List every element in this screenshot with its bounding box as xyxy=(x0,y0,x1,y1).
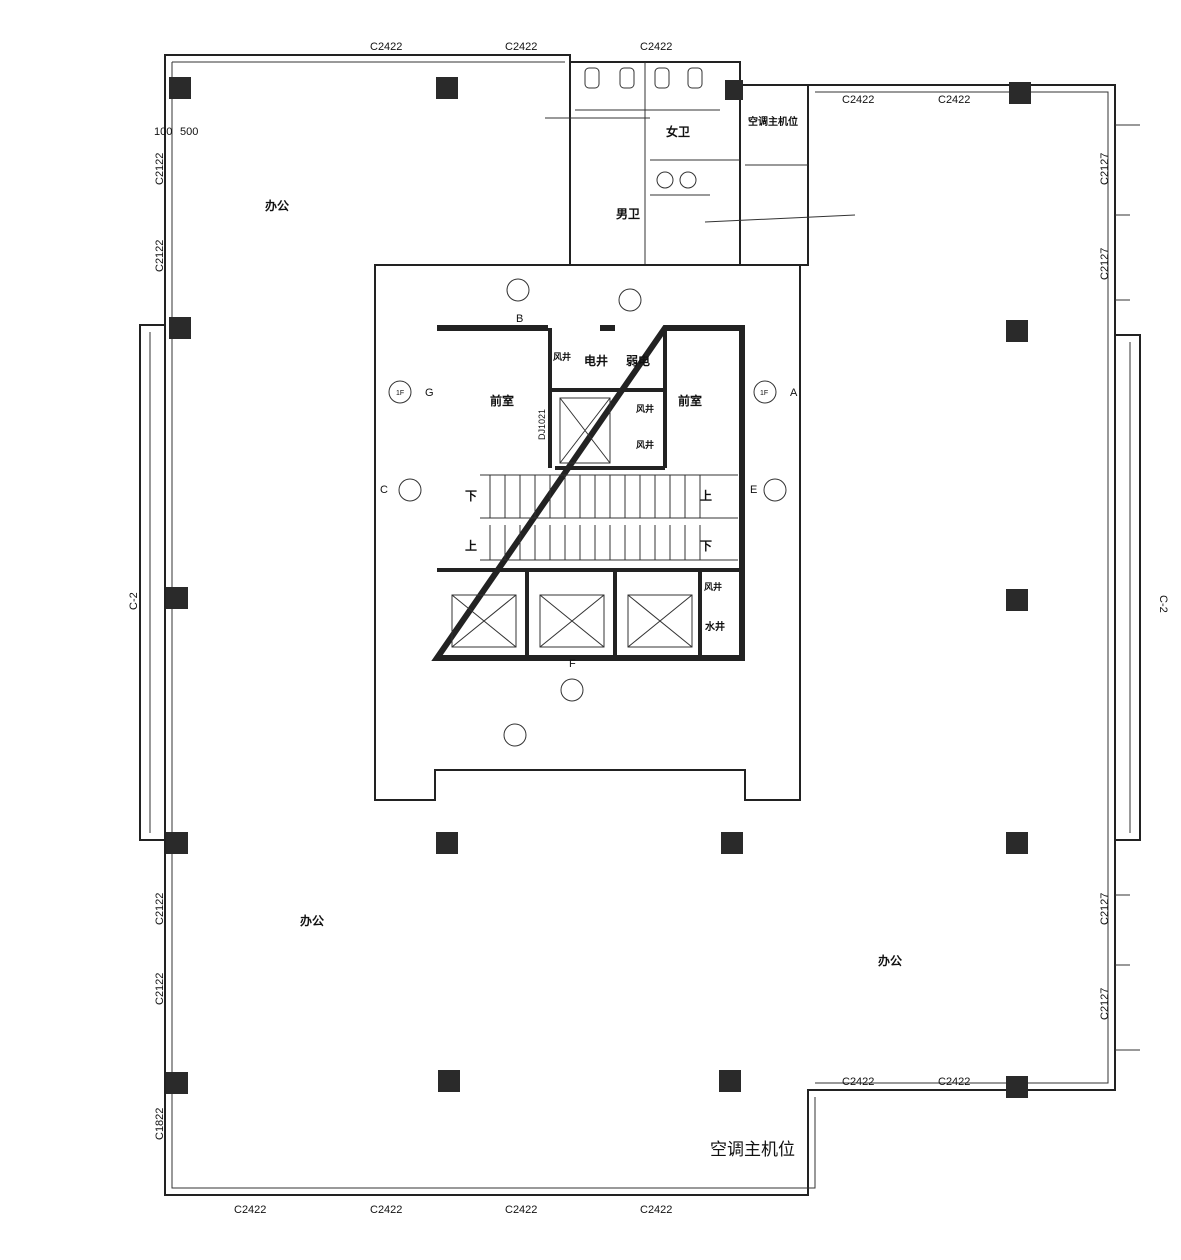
section-markers: 1F G 1F A C E B F xyxy=(380,278,798,747)
marker-label: B xyxy=(516,313,523,325)
stair-down-label: 下 xyxy=(465,489,477,503)
room-label-water-shaft: 水井 xyxy=(704,620,725,633)
window-label: C2422 xyxy=(640,41,672,53)
section-marker-icon xyxy=(506,278,530,302)
stair-up-label: 上 xyxy=(700,488,712,503)
window-labels: C2422 C2422 C2422 C2422 C2422 C2422 C242… xyxy=(128,41,1169,1216)
section-marker-icon xyxy=(503,723,527,747)
window-label: C2422 xyxy=(505,41,537,53)
window-label: C2127 xyxy=(1099,988,1111,1020)
marker-label: G xyxy=(425,387,434,399)
room-labels: 办公 办公 办公 女卫 男卫 空调主机位 空调主机位 前室 前室 电井 弱电 风… xyxy=(265,115,902,1160)
structural-column xyxy=(721,832,743,854)
structural-column xyxy=(1009,82,1031,104)
window-label: C-2 xyxy=(1157,595,1169,613)
window-label: C1822 xyxy=(154,1108,166,1140)
toilet-icon xyxy=(584,67,600,89)
room-label-weak-elec: 弱电 xyxy=(626,353,650,368)
structural-column xyxy=(1006,832,1028,854)
section-marker-icon xyxy=(560,678,584,702)
room-label-anteroom: 前室 xyxy=(490,393,514,408)
room-label-elec-shaft: 电井 xyxy=(584,353,608,368)
marker-label: A xyxy=(790,387,798,399)
section-marker-icon xyxy=(388,380,412,404)
dimension-label: 100 xyxy=(154,126,172,138)
window-label: C2422 xyxy=(842,94,874,106)
room-label-female-wc: 女卫 xyxy=(666,124,690,139)
section-marker-icon xyxy=(763,478,787,502)
room-label-vent-shaft: 风井 xyxy=(704,581,722,593)
structural-column xyxy=(166,1072,188,1094)
section-marker-icon xyxy=(618,288,642,312)
structural-column xyxy=(166,832,188,854)
sink-icon xyxy=(679,171,697,189)
window-label: C2122 xyxy=(154,973,166,1005)
room-label-anteroom: 前室 xyxy=(678,393,702,408)
toilet-icon xyxy=(619,67,635,89)
window-label: C2422 xyxy=(234,1204,266,1216)
core xyxy=(374,264,801,801)
window-label: C2127 xyxy=(1099,248,1111,280)
marker-label: C xyxy=(380,484,388,496)
structural-column xyxy=(436,77,458,99)
room-label-office: 办公 xyxy=(300,913,324,928)
window-label: C2122 xyxy=(154,153,166,185)
window-label: C2422 xyxy=(370,41,402,53)
window-label: C2422 xyxy=(640,1204,672,1216)
room-label-office: 办公 xyxy=(265,198,289,213)
structural-column xyxy=(436,832,458,854)
room-label-ac-unit: 空调主机位 xyxy=(748,115,798,128)
elevators xyxy=(451,594,693,648)
marker-label: 1F xyxy=(396,390,404,397)
section-marker-icon xyxy=(753,380,777,404)
window-label: C2422 xyxy=(938,94,970,106)
door-code: DJ1021 xyxy=(537,409,547,440)
structural-column xyxy=(1006,320,1028,342)
room-label-vent-shaft: 风井 xyxy=(553,351,571,363)
room-label-male-wc: 男卫 xyxy=(616,207,640,221)
sink-icon xyxy=(656,171,674,189)
window-label: C2422 xyxy=(842,1076,874,1088)
marker-label: F xyxy=(569,658,576,670)
dimension-label: 500 xyxy=(180,126,198,138)
toilet-icon xyxy=(654,67,670,89)
window-label: C-2 xyxy=(128,592,140,610)
window-label: C2422 xyxy=(370,1204,402,1216)
window-label: C2122 xyxy=(154,240,166,272)
structural-column xyxy=(166,587,188,609)
window-label: C2122 xyxy=(154,893,166,925)
columns xyxy=(166,77,1031,1098)
room-label-vent-shaft: 风井 xyxy=(636,403,654,415)
stair-up-label: 上 xyxy=(465,538,477,553)
stair-down-label: 下 xyxy=(700,539,712,553)
marker-label: E xyxy=(750,484,757,496)
window-label: C2422 xyxy=(938,1076,970,1088)
structural-column xyxy=(169,317,191,339)
room-label-vent-shaft: 风井 xyxy=(636,439,654,451)
structural-column xyxy=(1006,589,1028,611)
exterior-walls xyxy=(139,54,1141,1196)
structural-column xyxy=(1006,1076,1028,1098)
restroom-block xyxy=(545,61,856,265)
window-label: C2127 xyxy=(1099,153,1111,185)
toilet-icon xyxy=(687,67,703,89)
room-label-office: 办公 xyxy=(878,953,902,968)
structural-column xyxy=(169,77,191,99)
window-label: C2127 xyxy=(1099,893,1111,925)
window-label: C2422 xyxy=(505,1204,537,1216)
structural-column xyxy=(438,1070,460,1092)
section-marker-icon xyxy=(398,478,422,502)
structural-column xyxy=(719,1070,741,1092)
marker-label: 1F xyxy=(760,390,768,397)
room-label-ac-unit: 空调主机位 xyxy=(710,1140,795,1160)
staircase xyxy=(480,474,738,561)
